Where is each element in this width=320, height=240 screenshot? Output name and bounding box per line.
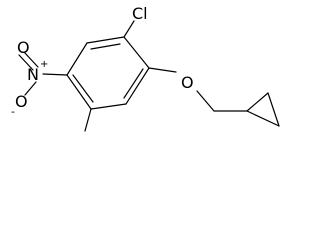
ring-inner-double-left — [72, 74, 94, 103]
nitrogen-label: N — [27, 65, 39, 84]
benzene-ring — [66, 36, 150, 110]
substituent-bonds — [18, 20, 280, 132]
ring-bond-right-upper — [123, 36, 150, 69]
molecule-diagram: Cl O N + O - O — [11, 4, 280, 132]
ring-bond-right-lower — [125, 67, 150, 105]
nitro-double-bond-b — [18, 54, 34, 71]
chlorine-label: Cl — [132, 4, 148, 23]
methyl-bond — [84, 108, 92, 132]
cyclopropyl-bond-bottom — [246, 110, 280, 127]
cyclopropyl-bond-top — [246, 92, 269, 112]
ring-inner-double-top — [90, 43, 121, 50]
ether-bond-right — [196, 90, 215, 112]
ring-bond-bottom — [90, 103, 127, 110]
nitro-oxygen-top-label: O — [17, 38, 30, 57]
nitro-double-bond-a — [23, 51, 39, 68]
nitro-bond — [42, 73, 68, 76]
chlorine-bond — [123, 20, 135, 38]
cyclopropyl-bond-right — [267, 92, 280, 127]
ether-oxygen-label: O — [181, 73, 194, 92]
chemical-structure: Cl O N + O - O — [11, 4, 280, 132]
ring-bond-top — [86, 36, 125, 44]
nitrogen-charge-label: + — [40, 59, 48, 70]
oxygen-charge-label: - — [11, 105, 15, 118]
ether-bond-left — [148, 67, 177, 73]
ring-bond-left-lower — [66, 74, 92, 110]
nitro-oxygen-bottom-label: O — [15, 92, 28, 111]
ring-inner-double-right — [123, 68, 144, 99]
nitro-single-bond — [24, 81, 37, 96]
ring-bond-left-upper — [66, 42, 88, 76]
